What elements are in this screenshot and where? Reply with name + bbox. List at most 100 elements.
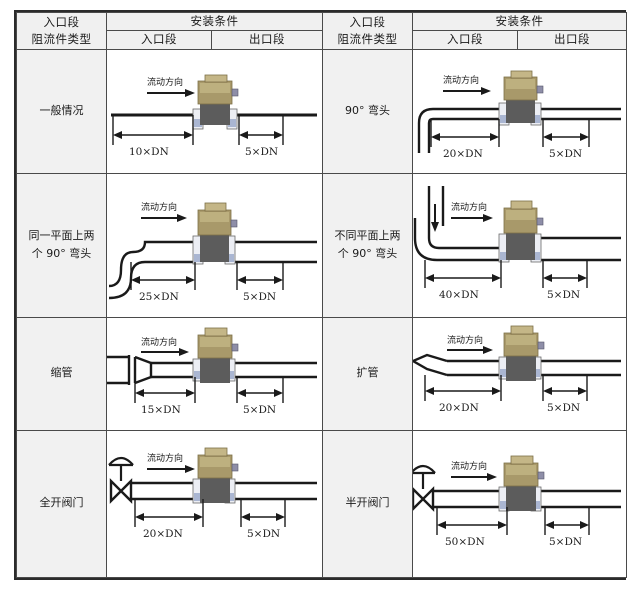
flow-meter-icon xyxy=(503,70,544,124)
outlet-dimension-label: 5×DN xyxy=(549,536,582,548)
outlet-dimension-label: 5×DN xyxy=(547,402,580,414)
flow-arrow-icon xyxy=(481,87,491,96)
outlet-dimension-label: 5×DN xyxy=(549,148,582,160)
outlet-dimension-label: 5×DN xyxy=(243,291,276,303)
outlet-dimension-label: 5×DN xyxy=(247,528,280,540)
row-label-half-open-valve: 半开阀门 xyxy=(322,429,413,579)
handwheel-icon xyxy=(108,456,134,466)
row-label-line1: 同一平面上两 xyxy=(28,228,95,242)
header-outlet-section-right: 出口段 xyxy=(517,30,627,50)
inlet-dimension-label: 40×DN xyxy=(439,289,479,301)
s-bend-icon xyxy=(108,240,193,300)
flow-direction-label: 流动方向 xyxy=(451,201,487,213)
inlet-dimension-label: 20×DN xyxy=(439,402,479,414)
flow-meter-icon xyxy=(197,447,239,503)
row-label-line2: 个 90° 弯头 xyxy=(31,247,92,261)
header-row-sub: 入口段 出口段 入口段 出口段 xyxy=(17,30,627,50)
diagram-svg-two-elbows-diff: 流动方向 40×DN xyxy=(413,185,621,301)
inlet-dimension-label: 50×DN xyxy=(445,536,485,548)
flange-accent-icon xyxy=(194,371,201,380)
header-inlet-section-right: 入口段 xyxy=(412,30,518,50)
table-row: 一般情况 xyxy=(16,48,627,174)
header-obstruction-type-right: 入口段 阻流件类型 xyxy=(322,12,413,50)
flow-direction-label: 流动方向 xyxy=(443,74,479,86)
spec-table: 入口段 阻流件类型 安装条件 入口段 阻流件类型 安装条件 入口段 出口段 入口… xyxy=(16,11,627,579)
row-label-two-elbows-diff-plane: 不同平面上两 个 90° 弯头 xyxy=(322,172,413,318)
row-label-line2: 个 90° 弯头 xyxy=(337,247,398,261)
flow-direction-label: 流动方向 xyxy=(147,76,183,88)
header-install-condition-right: 安装条件 xyxy=(412,11,627,32)
flange-accent-icon xyxy=(532,115,540,124)
inlet-dimension-label: 15×DN xyxy=(141,404,181,416)
header-outlet-section-left: 出口段 xyxy=(211,30,323,50)
diagram-single-elbow: 流动方向 20×DN xyxy=(412,48,627,174)
inlet-dimension-label: 20×DN xyxy=(143,528,183,540)
diagram-general-case: 流动方向 10×DN xyxy=(106,48,323,174)
flange-accent-icon xyxy=(533,369,540,378)
flow-meter-icon xyxy=(503,200,544,260)
flange-accent-icon xyxy=(194,119,202,128)
diagram-half-open-valve: 流动方向 50×DN xyxy=(412,429,627,579)
reducer-icon xyxy=(107,355,153,386)
header-type-label-right: 阻流件类型 xyxy=(337,31,398,46)
diagram-fully-open-valve: 流动方向 20×DN xyxy=(106,429,323,579)
header-obstruction-type-left: 入口段 阻流件类型 xyxy=(16,12,107,50)
row-label-two-elbows-same-plane: 同一平面上两 个 90° 弯头 xyxy=(16,172,107,318)
header-row-top: 入口段 阻流件类型 安装条件 入口段 阻流件类型 安装条件 xyxy=(16,11,627,50)
flange-accent-icon xyxy=(194,253,202,262)
diagram-svg-fully-open-valve: 流动方向 20×DN xyxy=(108,447,317,540)
installation-conditions-table: 入口段 阻流件类型 安装条件 入口段 阻流件类型 安装条件 入口段 出口段 入口… xyxy=(14,10,627,580)
flange-accent-icon xyxy=(227,371,234,380)
inlet-dimension-label: 25×DN xyxy=(139,291,179,303)
down-arrow-icon xyxy=(431,221,439,232)
valve-icon xyxy=(108,456,134,504)
vertical-elbow-icon xyxy=(413,185,499,262)
flange-accent-icon xyxy=(500,369,507,378)
flange-accent-icon xyxy=(194,492,202,501)
flow-arrow-icon xyxy=(185,464,195,473)
flow-arrow-icon xyxy=(177,213,187,222)
flow-direction-label: 流动方向 xyxy=(447,334,483,346)
inlet-dimension-label: 20×DN xyxy=(443,148,483,160)
table-row: 缩管 xyxy=(16,316,627,431)
header-type-label-left: 阻流件类型 xyxy=(31,31,92,46)
row-label-general: 一般情况 xyxy=(16,48,107,174)
diagram-two-elbows-same-plane: 流动方向 25×DN xyxy=(106,172,323,318)
diagram-svg-expander: 流动方向 20×DN xyxy=(413,325,621,414)
table-row: 全开阀门 xyxy=(16,429,627,579)
flow-direction-label: 流动方向 xyxy=(141,336,177,348)
flow-meter-icon xyxy=(503,455,545,511)
flange-accent-icon xyxy=(500,115,508,124)
diagram-svg-single-elbow: 流动方向 20×DN xyxy=(417,70,621,160)
diagram-two-elbows-diff-plane: 流动方向 40×DN xyxy=(412,172,627,318)
outlet-dimension-label: 5×DN xyxy=(547,289,580,301)
flow-arrow-icon xyxy=(483,346,493,355)
outlet-dimension-label: 5×DN xyxy=(245,146,278,158)
header-inlet-section-left: 入口段 xyxy=(106,30,212,50)
elbow-icon xyxy=(417,107,499,154)
row-label-single-elbow: 90° 弯头 xyxy=(322,48,413,174)
header-inlet-label-left: 入口段 xyxy=(43,14,80,29)
flange-accent-icon xyxy=(228,119,236,128)
inlet-dimension-label: 10×DN xyxy=(129,146,169,158)
flange-accent-icon xyxy=(532,251,540,260)
flange-accent-icon xyxy=(500,500,508,509)
expander-icon xyxy=(413,353,448,377)
diagram-reducer: 流动方向 15×DN xyxy=(106,316,323,431)
row-label-line1: 不同平面上两 xyxy=(334,228,401,242)
diagram-svg-half-open-valve: 流动方向 50×DN xyxy=(413,455,621,548)
header-inlet-label-right: 入口段 xyxy=(349,14,386,29)
flow-meter-icon xyxy=(197,327,239,384)
diagram-svg-two-elbows-same: 流动方向 25×DN xyxy=(108,201,317,303)
row-label-fully-open-valve: 全开阀门 xyxy=(16,429,107,579)
flow-meter-icon xyxy=(197,74,239,126)
flow-direction-label: 流动方向 xyxy=(451,460,487,472)
flow-meter-icon xyxy=(197,202,238,262)
flow-arrow-icon xyxy=(185,89,195,98)
table-row: 同一平面上两 个 90° 弯头 xyxy=(16,172,627,318)
header-install-condition-left: 安装条件 xyxy=(106,11,323,32)
outlet-dimension-label: 5×DN xyxy=(243,404,276,416)
flow-direction-label: 流动方向 xyxy=(141,201,177,213)
flow-arrow-icon xyxy=(483,213,493,222)
diagram-svg-reducer: 流动方向 15×DN xyxy=(107,327,317,416)
